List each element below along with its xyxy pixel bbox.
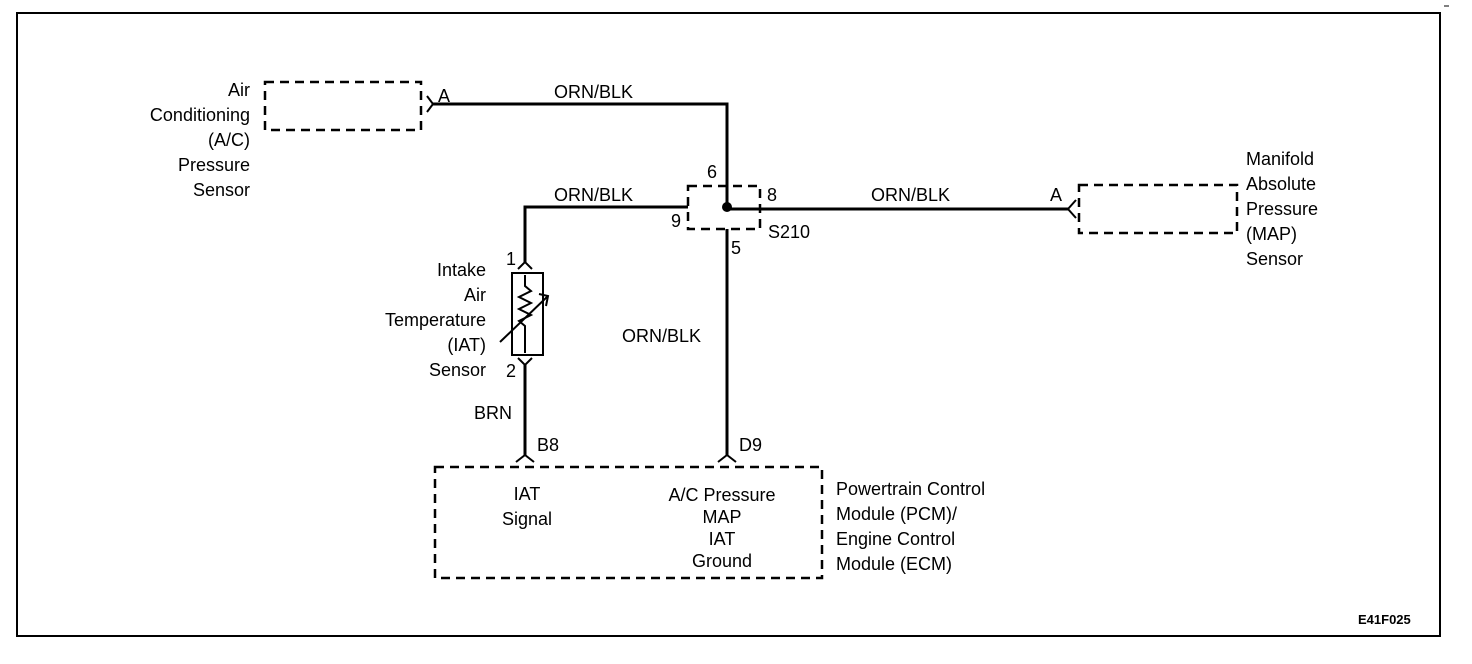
ac-sensor-terminal (426, 95, 435, 113)
map-sensor-terminal (1066, 199, 1077, 219)
map-sensor-box (1077, 183, 1239, 235)
ac-pressure-sensor: A Air Conditioning (A/C) Pressure Sensor (150, 80, 450, 200)
iat-label-2: Air (464, 285, 486, 305)
pcm-iat-signal-1: IAT (514, 484, 541, 504)
ac-sensor-label-5: Sensor (193, 180, 250, 200)
pcm-ground-4: Ground (692, 551, 752, 571)
iat-label-5: Sensor (429, 360, 486, 380)
iat-label-4: (IAT) (447, 335, 486, 355)
iat-sensor-body (511, 272, 544, 356)
pcm-label-3: Engine Control (836, 529, 955, 549)
wire-label-iat-splice: ORN/BLK (554, 185, 633, 205)
pcm-pin-d9: D9 (739, 435, 762, 455)
wire-label-ac: ORN/BLK (554, 82, 633, 102)
wire-label-brn: BRN (474, 403, 512, 423)
pcm-ground-2: MAP (702, 507, 741, 527)
iat-arrow-head (538, 293, 550, 307)
pcm-iat-signal-2: Signal (502, 509, 552, 529)
figure-code: E41F025 (1358, 612, 1411, 627)
pcm-label-1: Powertrain Control (836, 479, 985, 499)
map-sensor-label-1: Manifold (1246, 149, 1314, 169)
iat-terminal-bottom (517, 357, 533, 367)
wire-iat-to-splice (523, 205, 688, 262)
iat-label-1: Intake (437, 260, 486, 280)
iat-thermistor-arrow (499, 295, 549, 343)
splice-pin-6: 6 (707, 162, 717, 182)
ac-sensor-label-3: (A/C) (208, 130, 250, 150)
iat-resistor-zigzag (516, 275, 534, 353)
pcm-label-2: Module (PCM)/ (836, 504, 957, 524)
pcm-box (433, 465, 824, 580)
splice-pin-9: 9 (671, 211, 681, 231)
wire-ac-to-splice (433, 102, 729, 207)
map-sensor: A Manifold Absolute Pressure (MAP) Senso… (1050, 149, 1318, 269)
map-sensor-label-4: (MAP) (1246, 224, 1297, 244)
pcm-terminal-b8 (515, 453, 535, 463)
pcm-ground-1: A/C Pressure (668, 485, 775, 505)
wire-label-pcm: ORN/BLK (622, 326, 701, 346)
map-sensor-label-3: Pressure (1246, 199, 1318, 219)
pcm-terminal-d9 (717, 453, 737, 463)
diagram-frame (16, 12, 1441, 637)
ac-sensor-pin: A (438, 86, 450, 106)
map-sensor-label-5: Sensor (1246, 249, 1303, 269)
pcm-module: B8 D9 IAT Signal A/C Pressure MAP IAT Gr… (433, 435, 985, 580)
wire-label-map: ORN/BLK (871, 185, 950, 205)
splice-pin-8: 8 (767, 185, 777, 205)
iat-sensor: 1 2 Intake Air Temperature (IAT) Sensor (385, 249, 550, 381)
ac-sensor-label-2: Conditioning (150, 105, 250, 125)
map-sensor-label-2: Absolute (1246, 174, 1316, 194)
ac-sensor-label-4: Pressure (178, 155, 250, 175)
splice-pin-5: 5 (731, 238, 741, 258)
pcm-ground-3: IAT (709, 529, 736, 549)
ac-sensor-box (263, 80, 423, 132)
splice-name: S210 (768, 222, 810, 242)
pcm-pin-b8: B8 (537, 435, 559, 455)
iat-terminal-top (517, 260, 533, 270)
iat-label-3: Temperature (385, 310, 486, 330)
iat-pin-1: 1 (506, 249, 516, 269)
map-sensor-pin: A (1050, 185, 1062, 205)
iat-pin-2: 2 (506, 361, 516, 381)
ac-sensor-label-1: Air (228, 80, 250, 100)
pcm-label-4: Module (ECM) (836, 554, 952, 574)
